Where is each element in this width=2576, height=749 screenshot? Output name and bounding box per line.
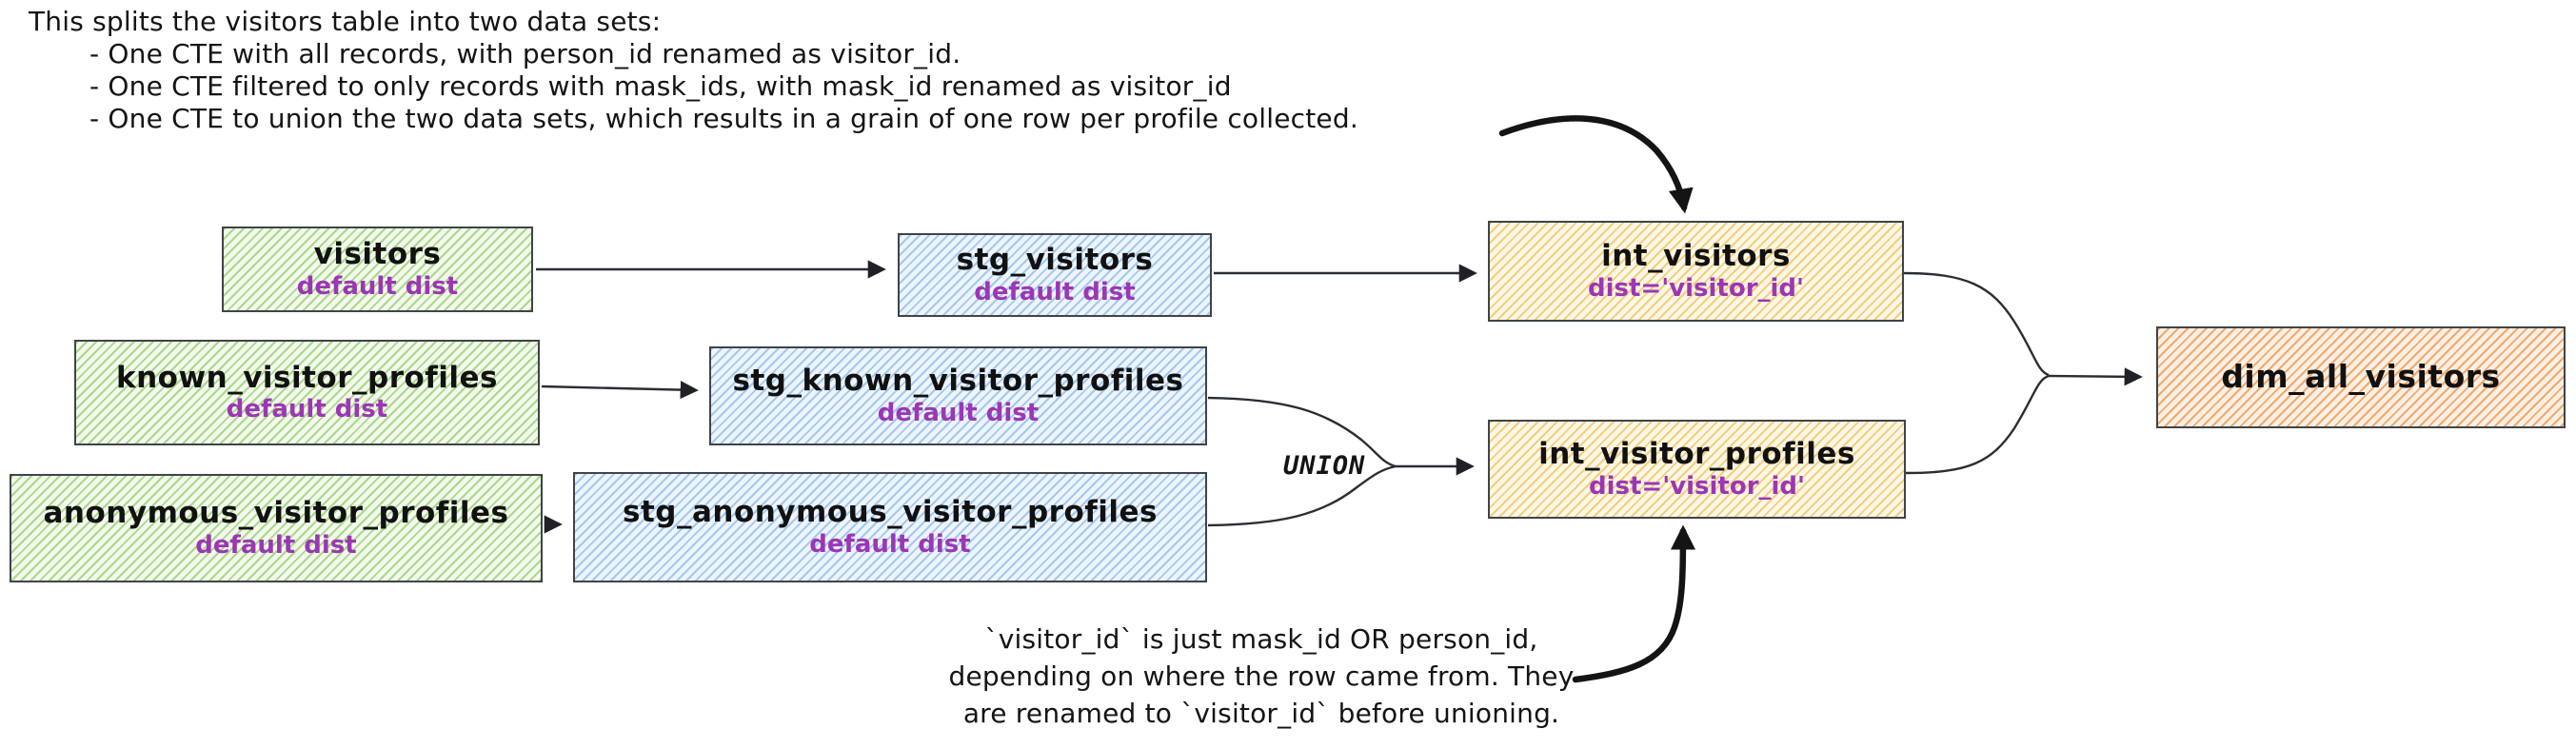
bottom-annotation: `visitor_id` is just mask_id OR person_i… [933, 621, 1590, 732]
bottom-annotation-line-2: depending on where the row came from. Th… [948, 660, 1575, 692]
bottom-annotation-line-1: `visitor_id` is just mask_id OR person_i… [984, 623, 1538, 655]
node-stg-anonymous-visitor-profiles-subtitle: default dist [809, 529, 971, 559]
top-annotation-intro: This splits the visitors table into two … [29, 6, 662, 37]
node-stg-visitors-subtitle: default dist [974, 277, 1136, 306]
node-int-visitor-profiles[interactable]: int_visitor_profiles dist='visitor_id' [1488, 420, 1906, 519]
edge-merge-to-dim-all-visitors [2048, 367, 2143, 386]
node-stg-known-visitor-profiles[interactable]: stg_known_visitor_profiles default dist [709, 346, 1207, 445]
node-anonymous-visitor-profiles[interactable]: anonymous_visitor_profiles default dist [10, 474, 543, 582]
node-int-visitor-profiles-subtitle: dist='visitor_id' [1588, 471, 1806, 501]
bottom-annotation-line-3: are renamed to `visitor_id` before union… [962, 698, 1560, 729]
node-dim-all-visitors-title: dim_all_visitors [2221, 358, 2501, 396]
node-stg-anonymous-visitor-profiles-title: stg_anonymous_visitor_profiles [623, 495, 1158, 530]
top-annotation-bullet-2: - One CTE filtered to only records with … [89, 70, 1232, 102]
node-stg-known-visitor-profiles-subtitle: default dist [877, 398, 1040, 427]
node-anonymous-visitor-profiles-subtitle: default dist [195, 530, 357, 560]
node-stg-anonymous-visitor-profiles[interactable]: stg_anonymous_visitor_profiles default d… [573, 472, 1207, 582]
union-label: UNION [1283, 451, 1366, 481]
node-known-visitor-profiles[interactable]: known_visitor_profiles default dist [74, 340, 540, 445]
top-annotation-bullet-1: - One CTE with all records, with person_… [89, 38, 961, 69]
node-dim-all-visitors[interactable]: dim_all_visitors [2156, 326, 2566, 428]
node-int-visitors[interactable]: int_visitors dist='visitor_id' [1488, 221, 1904, 322]
node-stg-visitors-title: stg_visitors [956, 243, 1154, 278]
node-int-visitors-subtitle: dist='visitor_id' [1587, 273, 1805, 303]
edge-int-visitor-profiles-to-merge [1905, 374, 2050, 475]
node-known-visitor-profiles-title: known_visitor_profiles [116, 360, 498, 395]
node-visitors-subtitle: default dist [296, 271, 459, 301]
node-visitors[interactable]: visitors default dist [222, 227, 533, 312]
annotation-arrow-top-note-to-int-visitors [1498, 115, 1694, 214]
top-annotation-bullet-3: - One CTE to union the two data sets, wh… [89, 103, 1358, 134]
node-int-visitor-profiles-title: int_visitor_profiles [1538, 437, 1855, 472]
node-int-visitors-title: int_visitors [1601, 239, 1791, 274]
node-stg-known-visitor-profiles-title: stg_known_visitor_profiles [732, 364, 1184, 399]
annotation-arrow-bottom-note-to-int-visitor-profiles [1572, 524, 1695, 683]
edge-int-visitors-to-merge [1903, 271, 2050, 377]
node-known-visitor-profiles-subtitle: default dist [226, 395, 388, 424]
node-anonymous-visitor-profiles-title: anonymous_visitor_profiles [43, 496, 509, 531]
edge-known-profiles-to-stg-known-profiles [541, 381, 699, 400]
top-annotation: This splits the visitors table into two … [29, 6, 1358, 135]
node-stg-visitors[interactable]: stg_visitors default dist [898, 233, 1212, 317]
node-visitors-title: visitors [313, 237, 442, 272]
